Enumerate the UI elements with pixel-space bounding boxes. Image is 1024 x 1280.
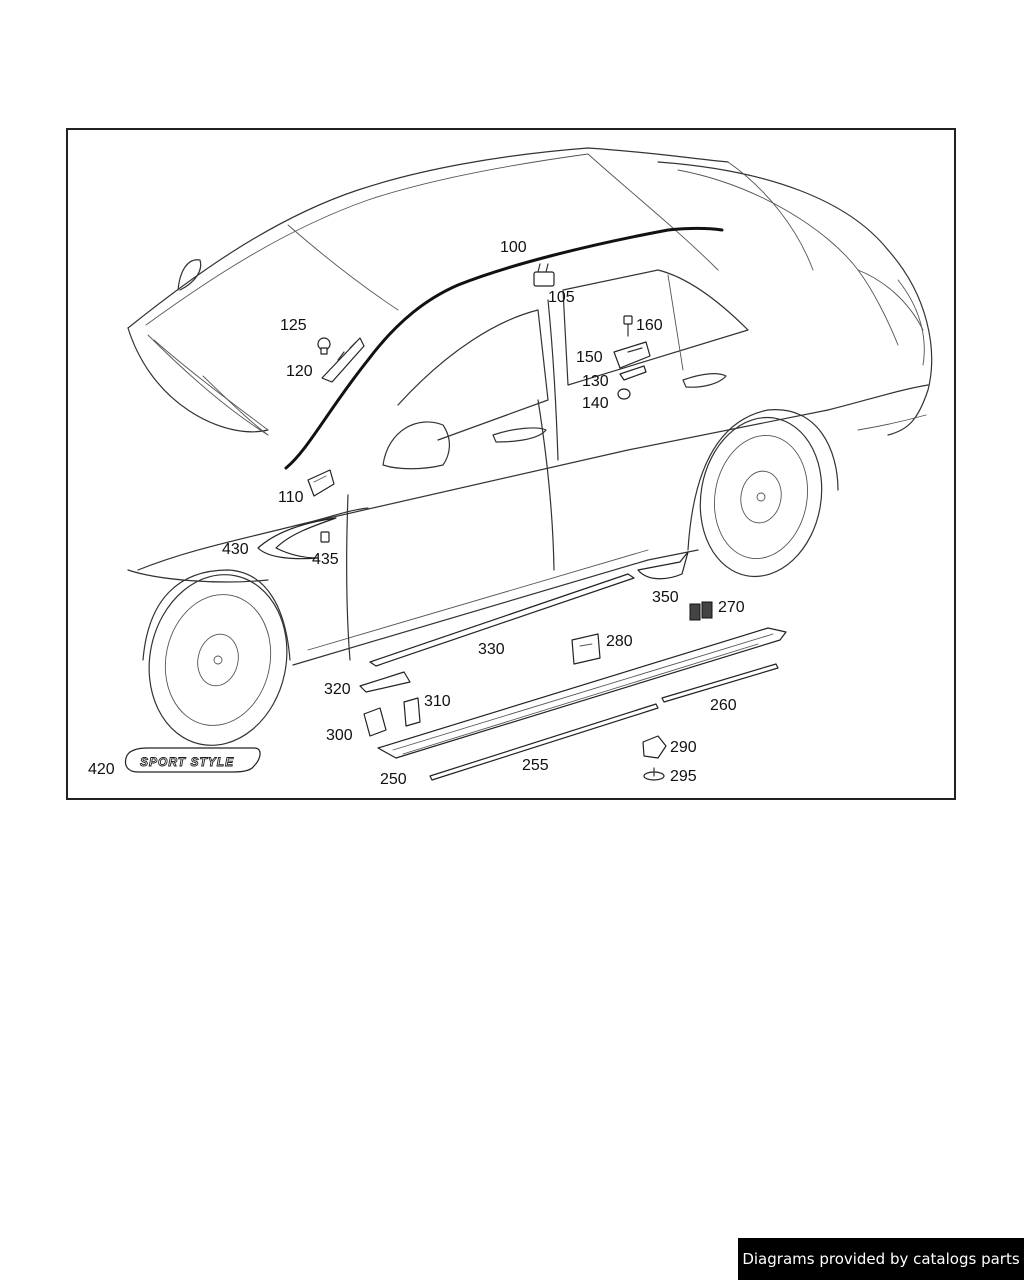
part-160-screw xyxy=(623,315,633,337)
callout-100: 100 xyxy=(500,239,527,256)
callout-150: 150 xyxy=(576,349,603,366)
part-150-bracket xyxy=(613,341,651,369)
part-300-bracket xyxy=(363,707,387,737)
parts-diagram: SPORT STYLE 100 105 110 120 125 130 140 … xyxy=(66,128,956,800)
callout-350: 350 xyxy=(652,589,679,606)
part-110-bracket xyxy=(307,469,335,497)
part-330-door-strip xyxy=(369,573,635,667)
part-420-sport-style-badge: SPORT STYLE xyxy=(124,747,261,773)
callout-330: 330 xyxy=(478,641,505,658)
part-130-clip xyxy=(619,365,647,381)
part-295-rivet xyxy=(643,767,665,781)
callout-120: 120 xyxy=(286,363,313,380)
callout-105: 105 xyxy=(548,289,575,306)
roof-molding xyxy=(284,227,724,470)
callout-125: 125 xyxy=(280,317,307,334)
callout-420: 420 xyxy=(88,761,115,778)
credit-banner: Diagrams provided by catalogs parts xyxy=(738,1238,1024,1280)
callout-255: 255 xyxy=(522,757,549,774)
part-255-trim-strip xyxy=(429,703,659,781)
part-310-bracket xyxy=(403,697,421,727)
callout-435: 435 xyxy=(312,551,339,568)
callout-295: 295 xyxy=(670,768,697,785)
part-350-bracket xyxy=(637,551,689,580)
part-120-bracket xyxy=(321,337,365,383)
callout-320: 320 xyxy=(324,681,351,698)
callout-290: 290 xyxy=(670,739,697,756)
callout-labels: 100 105 110 120 125 130 140 150 160 250 … xyxy=(88,239,745,788)
part-140-grommet xyxy=(617,388,631,400)
car-exploded-view: SPORT STYLE 100 105 110 120 125 130 140 … xyxy=(88,147,933,788)
callout-260: 260 xyxy=(710,697,737,714)
callout-310: 310 xyxy=(424,693,451,710)
part-270-clips xyxy=(689,601,713,621)
callout-130: 130 xyxy=(582,373,609,390)
callout-270: 270 xyxy=(718,599,745,616)
callout-250: 250 xyxy=(380,771,407,788)
callout-140: 140 xyxy=(582,395,609,412)
part-435-clip xyxy=(320,531,330,543)
part-320-bracket xyxy=(359,671,411,693)
part-250-side-skirt xyxy=(377,627,787,759)
part-125-screw xyxy=(317,337,331,355)
callout-430: 430 xyxy=(222,541,249,558)
badge-text: SPORT STYLE xyxy=(140,755,234,769)
part-430-trim-strip xyxy=(257,517,337,560)
part-260-trim-strip xyxy=(661,663,779,703)
part-290-nut xyxy=(642,735,667,759)
callout-110: 110 xyxy=(278,489,304,506)
part-105-clip xyxy=(533,263,555,287)
car-body-outline xyxy=(127,147,933,746)
callout-300: 300 xyxy=(326,727,353,744)
callout-160: 160 xyxy=(636,317,663,334)
callout-280: 280 xyxy=(606,633,633,650)
part-280-bracket xyxy=(571,633,601,665)
